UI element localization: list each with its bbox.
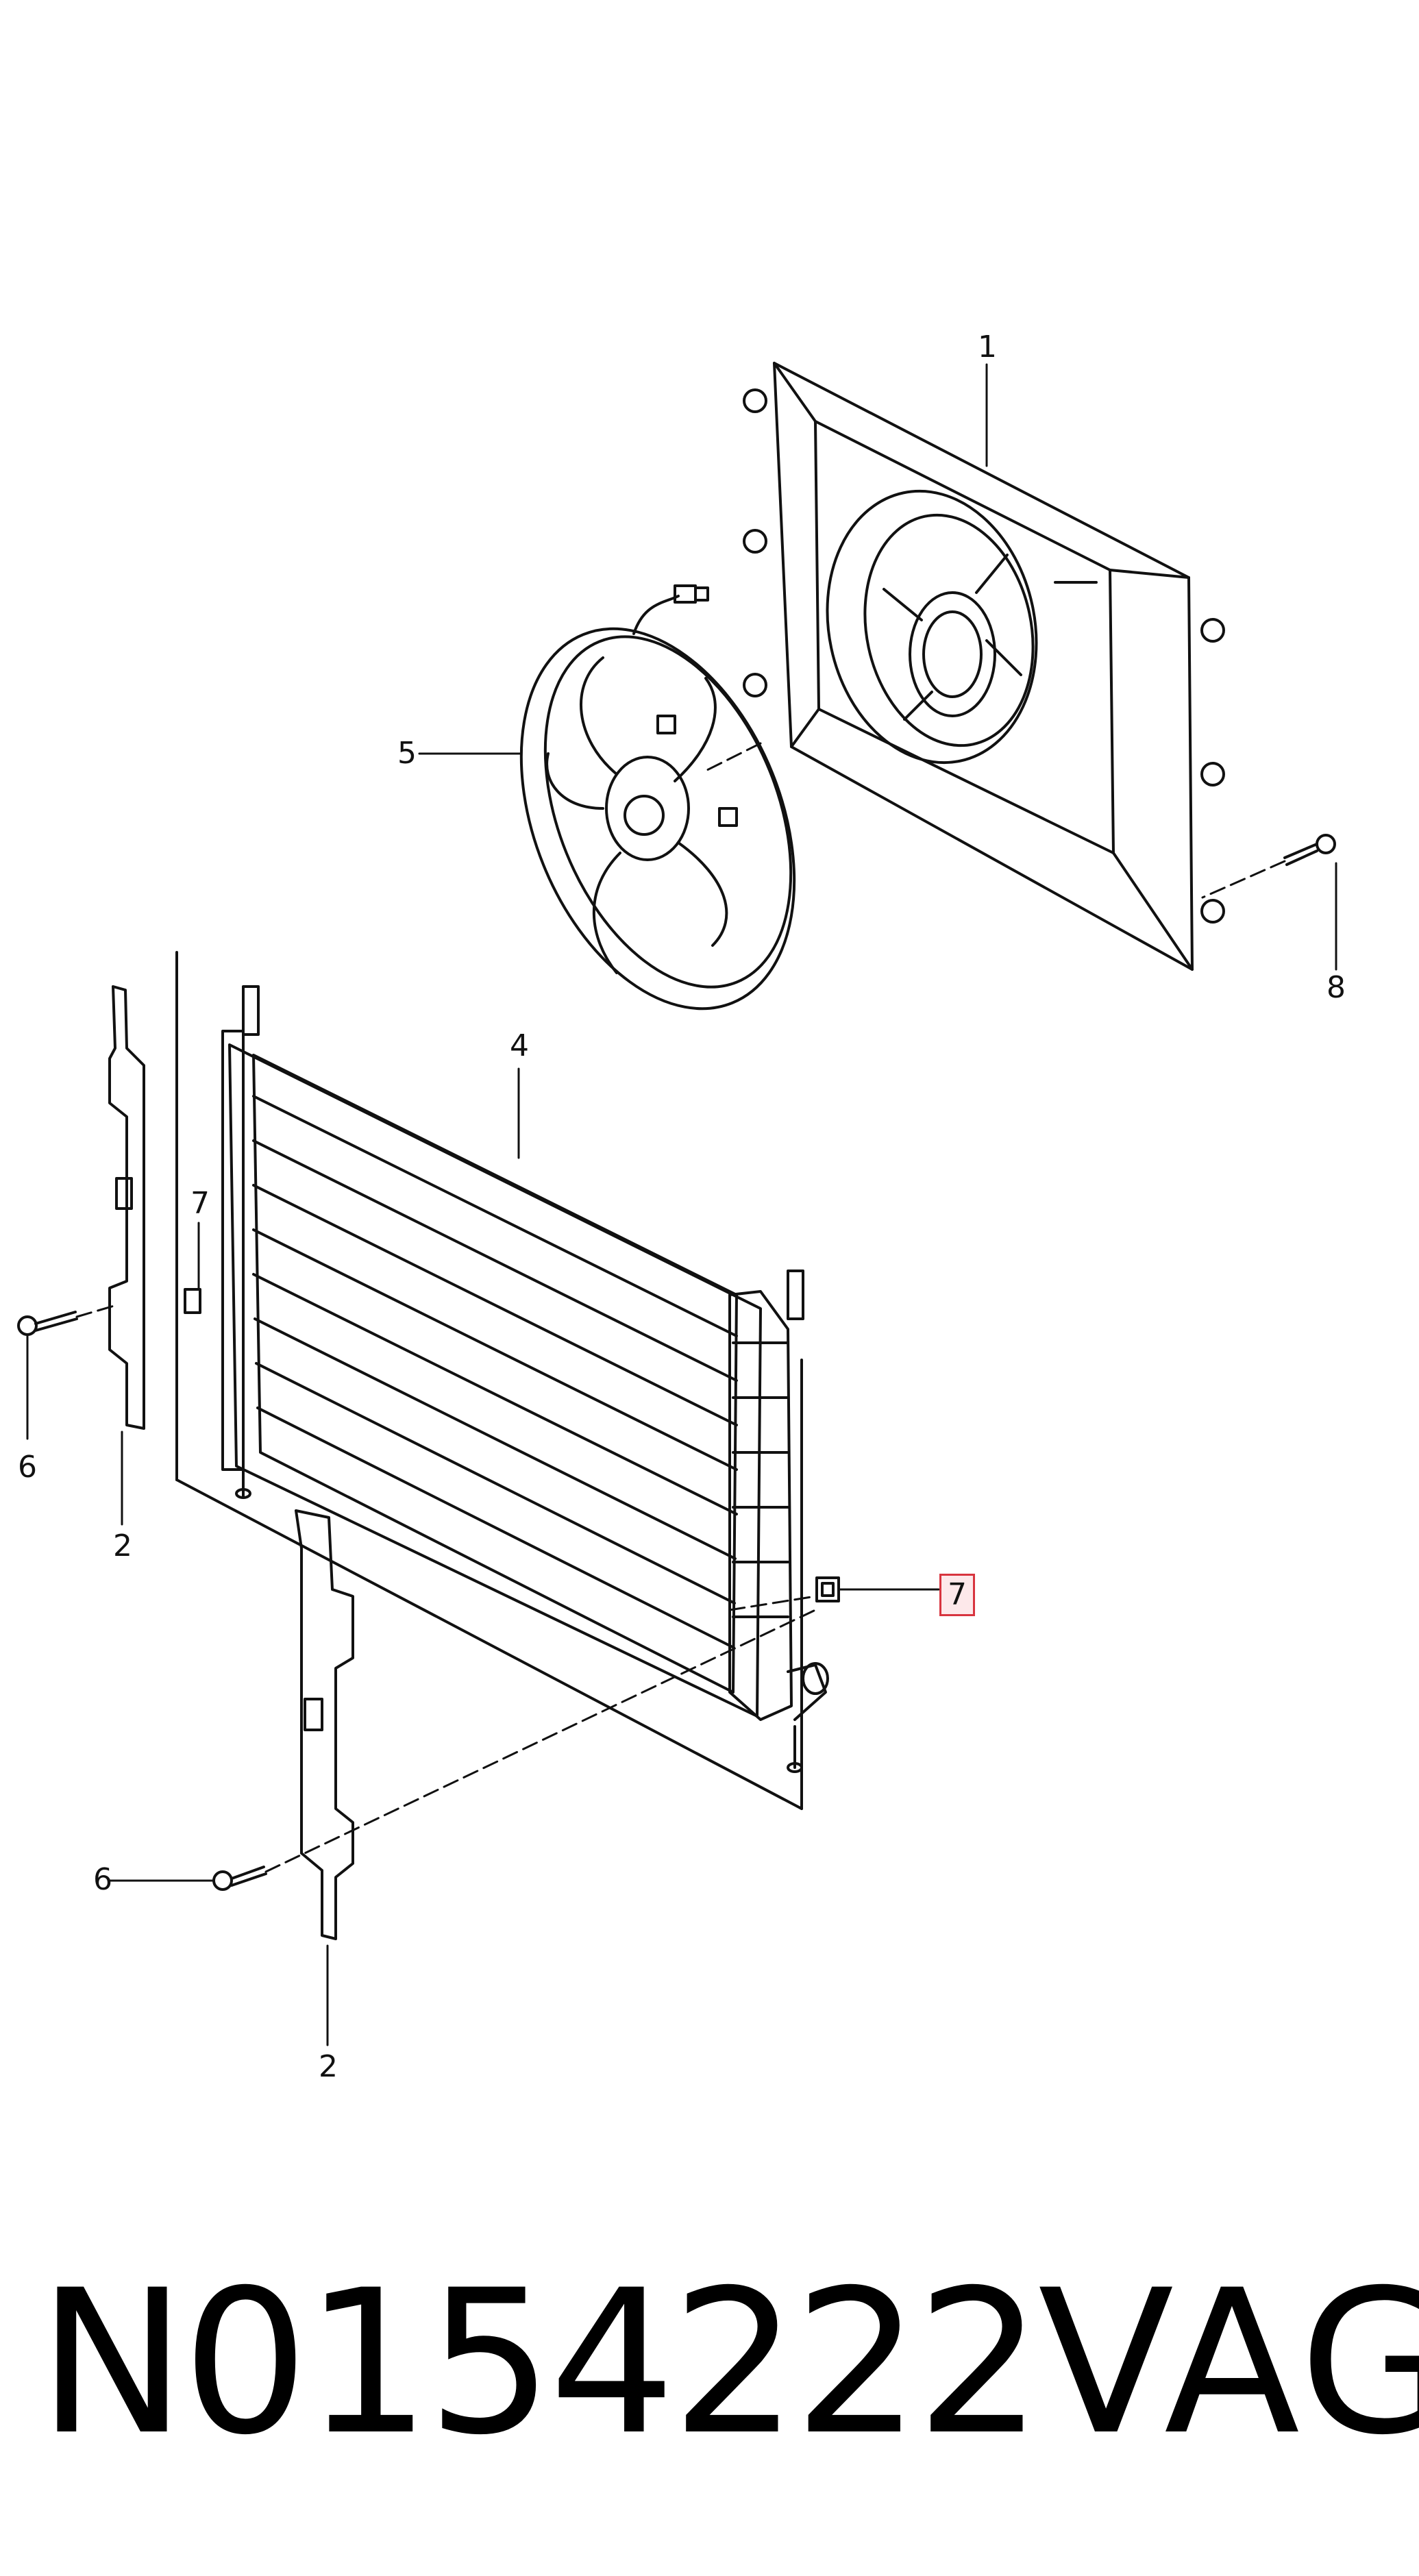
callout-8: 8 xyxy=(1327,970,1346,1005)
screw-left xyxy=(17,1311,78,1336)
leader-lines xyxy=(26,363,1337,2046)
callout-4: 4 xyxy=(510,1028,529,1063)
air-guide-left xyxy=(108,985,145,1430)
callout-2-left: 2 xyxy=(113,1528,132,1563)
screw-bottom xyxy=(212,1866,267,1891)
screw-shroud xyxy=(1283,834,1336,866)
cooling-fan xyxy=(519,584,796,1011)
callout-1: 1 xyxy=(978,330,997,364)
callout-5: 5 xyxy=(397,736,417,771)
brand-label: VAG xyxy=(1038,2248,1419,2479)
callout-7-highlighted: 7 xyxy=(939,1574,975,1616)
fan-shroud xyxy=(743,362,1225,971)
part-number-label: N0154222 xyxy=(38,2248,1042,2479)
radiator xyxy=(175,951,829,1810)
callout-2-bottom: 2 xyxy=(319,2049,338,2084)
clip-right xyxy=(815,1576,840,1602)
callout-7-left: 7 xyxy=(190,1186,210,1221)
assembly-lines xyxy=(75,742,1286,1873)
air-guide-right xyxy=(295,1509,354,1940)
callout-6-bottom: 6 xyxy=(93,1862,112,1897)
callout-6-left: 6 xyxy=(18,1450,37,1485)
